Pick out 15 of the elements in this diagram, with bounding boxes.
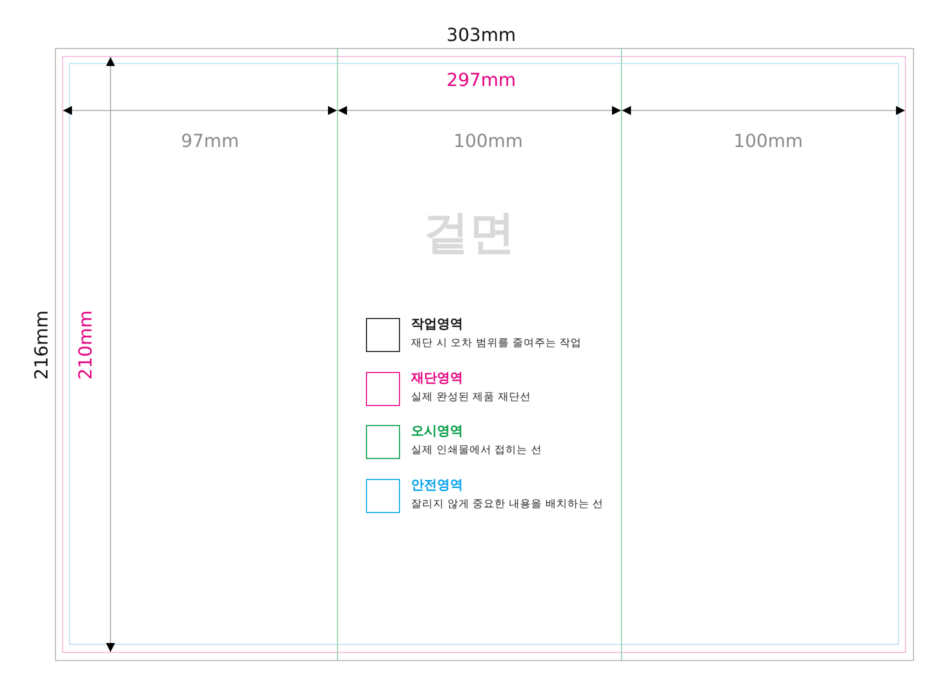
dimension-label: 216mm xyxy=(33,310,52,380)
legend-description: 실제 완성된 제품 재단선 xyxy=(411,392,532,402)
dimension-label: 100mm xyxy=(454,133,523,151)
legend-label: 안전영역 xyxy=(411,478,463,492)
dimension-label: 97mm xyxy=(181,133,239,151)
legend-description: 실제 인쇄물에서 접히는 선 xyxy=(411,445,542,456)
dimension-label: 210mm xyxy=(77,310,96,380)
dimension-label: 297mm xyxy=(446,72,516,90)
legend-label: 오시영역 xyxy=(411,425,463,438)
legend-description: 잘리지 않게 중요한 내용을 배치하는 선 xyxy=(411,498,604,509)
dimension-label: 303mm xyxy=(446,27,516,45)
dimension-label: 100mm xyxy=(734,133,803,151)
legend-description: 재단 시 오차 범위를 줄여주는 작업 xyxy=(411,338,582,348)
legend-label: 재단영역 xyxy=(411,372,463,384)
legend-label: 작업영역 xyxy=(411,318,463,331)
